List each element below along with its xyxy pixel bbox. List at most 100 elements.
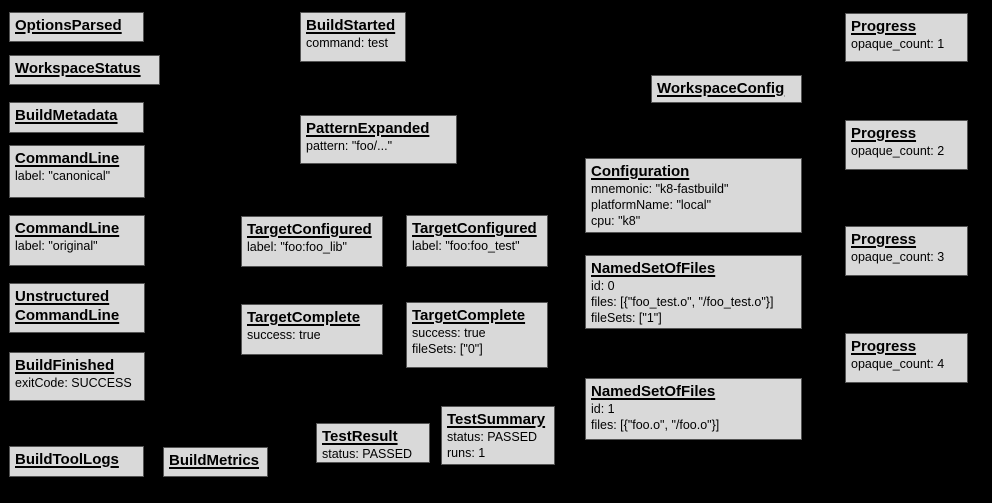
node-field: id: 1	[591, 402, 615, 416]
node-title: CommandLine	[15, 149, 139, 168]
node-build-metadata: BuildMetadata	[9, 102, 144, 133]
node-build-tool-logs: BuildToolLogs	[9, 446, 144, 477]
node-title: TargetComplete	[247, 308, 377, 327]
node-title: BuildMetrics	[169, 451, 262, 470]
node-title-line: BuildToolLogs	[15, 451, 119, 468]
node-title: TestSummary	[447, 410, 549, 429]
node-title: BuildStarted	[306, 16, 400, 35]
node-field: status: PASSED	[322, 447, 413, 461]
node-test-summary: TestSummary status: PASSED runs: 1	[441, 406, 555, 465]
node-target-complete-foo-lib: TargetComplete success: true	[241, 304, 383, 355]
node-title: Progress	[851, 337, 962, 356]
node-title: BuildMetadata	[15, 106, 138, 125]
node-build-started: BuildStarted command: test	[300, 12, 406, 62]
node-field: opaque_count: 1	[851, 37, 945, 51]
node-title-line: Progress	[851, 338, 917, 355]
node-title: CommandLine	[15, 219, 139, 238]
node-title: TargetComplete	[412, 306, 542, 325]
node-progress-2: Progress opaque_count: 2	[845, 120, 968, 170]
node-title: WorkspaceStatus	[15, 59, 154, 78]
node-title: TargetConfigured	[412, 219, 542, 238]
node-title: WorkspaceConfig	[657, 79, 796, 98]
node-title-line: WorkspaceConfig	[657, 80, 785, 97]
node-title-line: TargetComplete	[247, 309, 361, 326]
node-title-line: TargetComplete	[412, 307, 526, 324]
node-field: success: true	[412, 326, 486, 340]
node-field: label: "foo:foo_test"	[412, 239, 520, 253]
node-command-line-original: CommandLine label: "original"	[9, 215, 145, 266]
node-field: status: PASSED	[447, 430, 538, 444]
node-title: PatternExpanded	[306, 119, 451, 138]
node-title-line: BuildFinished	[15, 357, 115, 374]
node-build-finished: BuildFinished exitCode: SUCCESS	[9, 352, 145, 401]
node-title-line: BuildMetrics	[169, 452, 260, 469]
node-named-set-of-files-1: NamedSetOfFiles id: 1 files: [{"foo.o", "/…	[585, 378, 802, 440]
node-title: Configuration	[591, 162, 796, 181]
node-title: TargetConfigured	[247, 220, 377, 239]
node-title-line: BuildMetadata	[15, 107, 118, 124]
node-title-line: TargetConfigured	[247, 221, 372, 238]
node-field: label: "original"	[15, 239, 98, 253]
node-build-metrics: BuildMetrics	[163, 447, 268, 477]
node-title-line: Unstructured	[15, 288, 110, 305]
node-title-line: WorkspaceStatus	[15, 60, 141, 77]
node-field: fileSets: ["0"]	[412, 342, 483, 356]
node-field: files: [{"foo.o", "/foo.o"}]	[591, 418, 720, 432]
node-title: BuildToolLogs	[15, 450, 138, 469]
node-field: command: test	[306, 36, 388, 50]
node-title: OptionsParsed	[15, 16, 138, 35]
node-options-parsed: OptionsParsed	[9, 12, 144, 42]
node-field: opaque_count: 4	[851, 357, 945, 371]
node-progress-1: Progress opaque_count: 1	[845, 13, 968, 62]
node-title-line: NamedSetOfFiles	[591, 260, 716, 277]
node-field: cpu: "k8"	[591, 214, 641, 228]
node-title: Progress	[851, 17, 962, 36]
node-title-line: CommandLine	[15, 150, 120, 167]
node-field: files: [{"foo_test.o", "/foo_test.o"}]	[591, 295, 774, 309]
node-command-line-canonical: CommandLine label: "canonical"	[9, 145, 145, 198]
node-field: platformName: "local"	[591, 198, 712, 212]
node-title: NamedSetOfFiles	[591, 259, 796, 278]
node-field: pattern: "foo/..."	[306, 139, 393, 153]
node-title-line: BuildStarted	[306, 17, 396, 34]
node-field: exitCode: SUCCESS	[15, 376, 132, 390]
node-title-line: TestSummary	[447, 411, 546, 428]
node-field: opaque_count: 2	[851, 144, 945, 158]
node-title-line: NamedSetOfFiles	[591, 383, 716, 400]
node-title-line: Progress	[851, 231, 917, 248]
node-field: id: 0	[591, 279, 615, 293]
node-field: success: true	[247, 328, 321, 342]
node-title-line: Progress	[851, 18, 917, 35]
node-test-result: TestResult status: PASSED	[316, 423, 430, 463]
node-title-line: CommandLine	[15, 307, 120, 324]
node-title-line: TargetConfigured	[412, 220, 537, 237]
node-title-line: Progress	[851, 125, 917, 142]
node-progress-4: Progress opaque_count: 4	[845, 333, 968, 383]
node-field: runs: 1	[447, 446, 486, 460]
node-field: mnemonic: "k8-fastbuild"	[591, 182, 729, 196]
node-title-line: PatternExpanded	[306, 120, 430, 137]
node-title-line: Configuration	[591, 163, 690, 180]
node-configuration: Configuration mnemonic: "k8-fastbuild" pla…	[585, 158, 802, 233]
node-title: Progress	[851, 230, 962, 249]
node-field: fileSets: ["1"]	[591, 311, 662, 325]
node-target-configured-foo-lib: TargetConfigured label: "foo:foo_lib"	[241, 216, 383, 267]
node-named-set-of-files-0: NamedSetOfFiles id: 0 files: [{"foo_test.o…	[585, 255, 802, 329]
node-target-configured-foo-test: TargetConfigured label: "foo:foo_test"	[406, 215, 548, 267]
node-workspace-status: WorkspaceStatus	[9, 55, 160, 85]
node-title: NamedSetOfFiles	[591, 382, 796, 401]
node-workspace-config: WorkspaceConfig	[651, 75, 802, 103]
node-field: label: "canonical"	[15, 169, 111, 183]
node-title-line: CommandLine	[15, 220, 120, 237]
node-title-line: OptionsParsed	[15, 17, 122, 34]
node-target-complete-foo-test: TargetComplete success: true fileSets: ["0…	[406, 302, 548, 368]
node-title: TestResult	[322, 427, 424, 446]
node-field: label: "foo:foo_lib"	[247, 240, 347, 254]
node-title: BuildFinished	[15, 356, 139, 375]
node-title: Progress	[851, 124, 962, 143]
node-title-line: TestResult	[322, 428, 398, 445]
